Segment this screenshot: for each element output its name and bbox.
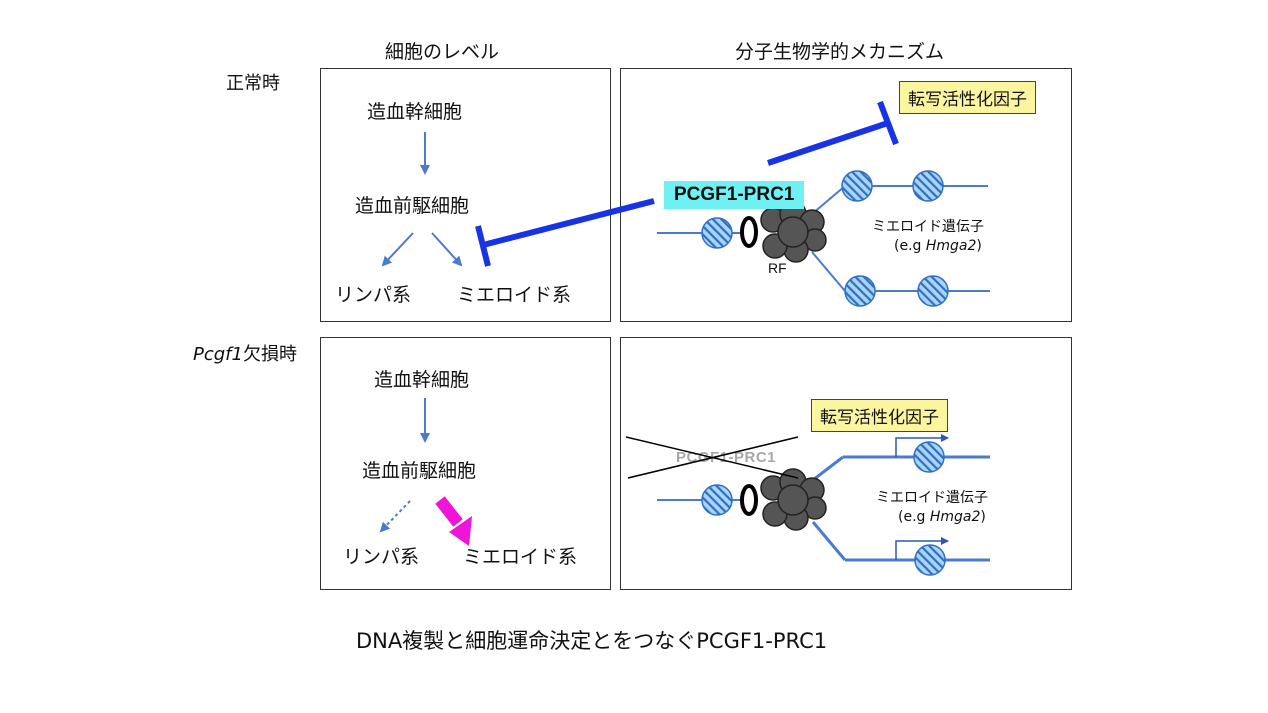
header-cellular-level: 細胞のレベル <box>385 41 500 63</box>
ko-example-prefix: (e.g <box>898 509 930 525</box>
row-label-suffix: 欠損時 <box>242 344 297 365</box>
example-suffix: ) <box>976 238 982 254</box>
figure-caption: DNA複製と細胞運命決定とをつなぐPCGF1-PRC1 <box>356 629 828 653</box>
ko-activator-tag: 転写活性化因子 <box>811 399 948 432</box>
arrow-progenitor-to-myeloid <box>431 232 463 267</box>
ko-pcgf1-prc1-deleted-label: PCGF1-PRC1 <box>676 449 777 466</box>
example-gene: Hmga2 <box>925 238 977 254</box>
normal-activator-tag: 転写活性化因子 <box>899 81 1036 114</box>
arrow-ko-progenitor-to-lymphoid-dotted <box>379 500 411 533</box>
normal-helicase-ring <box>740 216 758 248</box>
rf-label: RF <box>768 260 787 276</box>
inhibit-line-to-myeloid <box>482 198 655 248</box>
ko-myeloid-label: ミエロイド系 <box>463 546 578 568</box>
ko-gene-example: (e.g Hmga2) <box>898 509 986 525</box>
ko-myeloid-genes-label: ミエロイド遺伝子 <box>876 490 988 506</box>
ko-example-suffix: ) <box>980 509 986 525</box>
example-prefix: (e.g <box>894 238 926 254</box>
normal-gene-example: (e.g Hmga2) <box>894 238 982 254</box>
ko-progenitor-label: 造血前駆細胞 <box>362 460 477 482</box>
panel-knockout-molecular <box>620 337 1072 590</box>
row-label-normal: 正常時 <box>226 73 280 94</box>
header-molecular-mechanism: 分子生物学的メカニズム <box>735 41 945 63</box>
panel-knockout-cell <box>320 337 611 590</box>
normal-progenitor-label: 造血前駆細胞 <box>355 195 470 217</box>
ko-helicase-ring <box>740 484 758 516</box>
ko-example-gene: Hmga2 <box>929 509 981 525</box>
normal-hsc-label: 造血幹細胞 <box>367 101 463 123</box>
normal-myeloid-genes-label: ミエロイド遺伝子 <box>872 219 984 235</box>
ko-nucleosomes <box>701 441 946 576</box>
inhibit-line-to-activator <box>767 120 889 166</box>
ko-hsc-label: 造血幹細胞 <box>374 369 470 391</box>
row-label-knockout: Pcgf1欠損時 <box>193 340 297 366</box>
row-label-gene: Pcgf1 <box>193 344 243 365</box>
ko-transcription-start-arrows <box>895 434 949 560</box>
normal-nucleosomes <box>701 170 949 307</box>
pcgf1-prc1-label: PCGF1-PRC1 <box>664 181 805 209</box>
arrow-progenitor-to-lymphoid <box>381 232 414 267</box>
ko-lymphoid-label: リンパ系 <box>343 546 420 568</box>
arrow-ko-progenitor-to-myeloid-magenta <box>435 496 463 527</box>
normal-lymphoid-label: リンパ系 <box>335 284 412 306</box>
panel-normal-cell <box>320 68 611 322</box>
inhibit-bar-myeloid <box>475 225 491 267</box>
inhibit-bar-activator <box>877 100 899 146</box>
normal-myeloid-label: ミエロイド系 <box>457 284 572 306</box>
arrow-ko-myeloid-head <box>449 516 472 546</box>
